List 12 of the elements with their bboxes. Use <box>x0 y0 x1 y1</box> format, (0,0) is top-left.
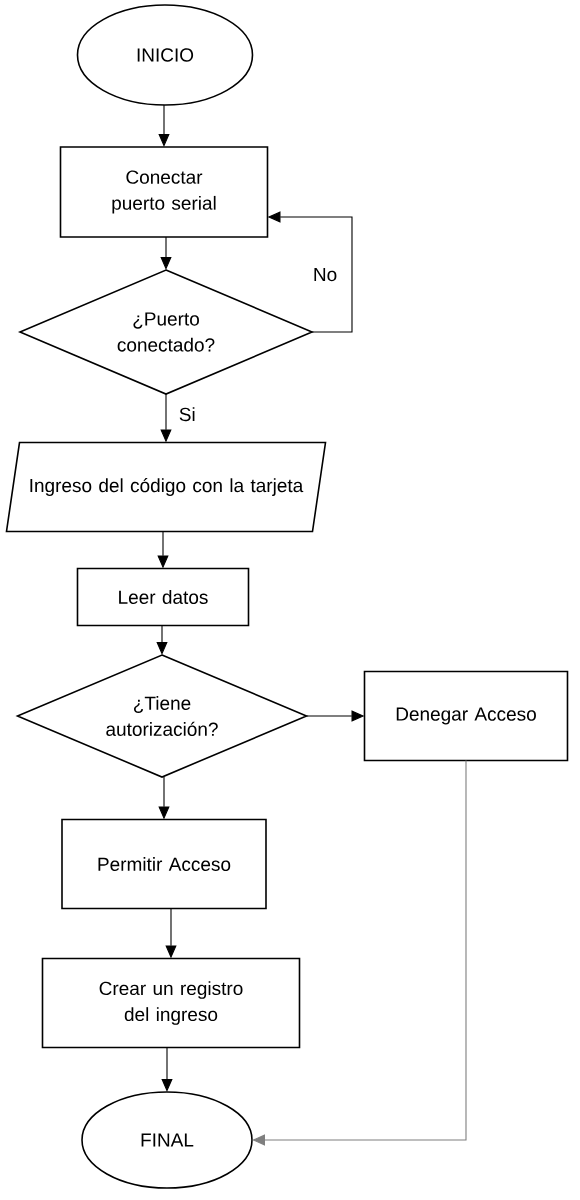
process-box: Permitir Acceso <box>61 818 267 910</box>
process-box: Conectar puerto serial <box>59 146 269 238</box>
arrow <box>156 624 168 655</box>
arrow <box>160 236 172 270</box>
arrow <box>158 104 170 147</box>
input-parallelogram: Ingreso del código con la tarjeta <box>5 441 327 533</box>
process-box: Crear un registro del ingreso <box>41 957 301 1049</box>
edge-label: Si <box>176 405 198 424</box>
arrow <box>252 759 467 1146</box>
process-box: Leer datos <box>76 567 250 627</box>
arrow <box>161 1046 173 1092</box>
process-box: Denegar Acceso <box>363 670 569 762</box>
